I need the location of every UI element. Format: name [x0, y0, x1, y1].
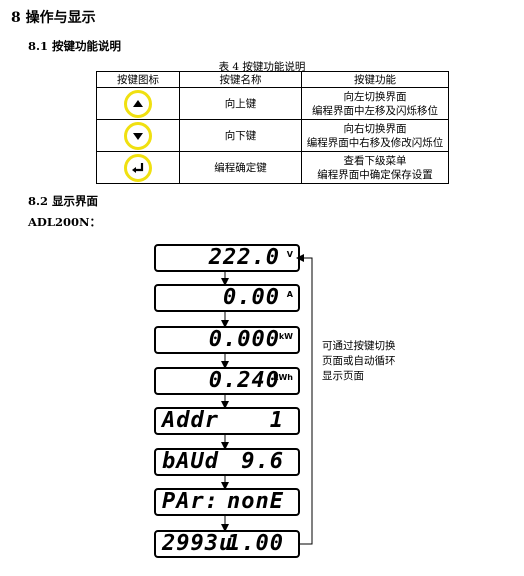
table-header: 按键功能	[301, 71, 449, 88]
lcd-value: 0.00	[223, 285, 280, 310]
table-caption: 表 4 按键功能说明	[218, 61, 306, 73]
lcd-value: nonE	[227, 489, 284, 514]
table-header: 按键名称	[179, 71, 302, 88]
lcd-address: Addr 1	[154, 407, 300, 435]
subsection-title-keys: 8.1 按键功能说明	[28, 39, 122, 53]
down-arrow-icon	[124, 121, 152, 150]
unit-label: A	[286, 290, 293, 299]
key-function-line: 向右切换界面	[343, 122, 407, 135]
key-icon-cell	[96, 87, 180, 120]
lcd-value: 1.00	[227, 531, 284, 556]
key-icon-cell	[96, 119, 180, 152]
lcd-parity: PAr: nonE	[154, 488, 300, 516]
key-function-line: 向左切换界面	[343, 90, 407, 103]
key-function-table: 按键图标 按键名称 按键功能 向上键 向左切换界面 编程界面中左移及闪烁移位 向…	[96, 71, 449, 184]
key-function-line: 编程界面中右移及修改闪烁位	[306, 136, 444, 149]
table-row: 向上键 向左切换界面 编程界面中左移及闪烁移位	[96, 87, 449, 120]
lcd-label: bAUd	[162, 449, 219, 474]
enter-icon	[124, 153, 152, 182]
key-function-line: 查看下级菜单	[343, 154, 407, 167]
unit-label: V	[286, 250, 293, 259]
lcd-value: 0.240	[208, 368, 280, 393]
lcd-voltage: 222.0 V	[154, 244, 300, 272]
lcd-energy: 0.240 kWh	[154, 367, 300, 395]
lcd-value: 1	[269, 408, 284, 433]
key-function-line: 编程界面中确定保存设置	[317, 168, 433, 181]
section-title: 8 操作与显示	[11, 10, 96, 26]
unit-label: kWh	[273, 373, 293, 382]
lcd-label: 2993u	[162, 531, 234, 556]
key-function-line: 编程界面中左移及闪烁移位	[312, 104, 438, 117]
lcd-value: 222.0	[208, 245, 280, 270]
cycle-note: 可通过按键切换页面或自动循环显示页面	[322, 340, 396, 382]
key-function: 向右切换界面 编程界面中右移及修改闪烁位	[301, 119, 449, 152]
key-name: 编程确定键	[179, 151, 302, 184]
lcd-value: 9.6	[241, 449, 284, 474]
subsection-title-display: 8.2 显示界面	[28, 194, 99, 208]
key-function: 查看下级菜单 编程界面中确定保存设置	[301, 151, 449, 184]
lcd-value: 0.000	[208, 327, 280, 352]
lcd-baud: bAUd 9.6	[154, 448, 300, 476]
unit-label: kW	[278, 332, 293, 341]
table-row: 编程确定键 查看下级菜单 编程界面中确定保存设置	[96, 151, 449, 184]
up-arrow-icon	[124, 89, 152, 118]
model-label: ADL200N：	[28, 215, 101, 229]
table-header-row: 按键图标 按键名称 按键功能	[96, 71, 449, 88]
lcd-label: Addr	[162, 408, 219, 433]
lcd-label: PAr:	[162, 489, 219, 514]
